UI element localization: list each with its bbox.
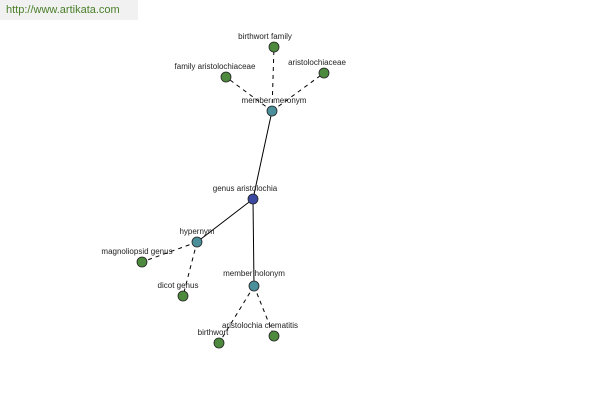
- site-url-banner[interactable]: http://www.artikata.com: [0, 0, 138, 20]
- node-aristolochia-clematitis[interactable]: [268, 330, 280, 342]
- node-member-holonym[interactable]: [248, 280, 260, 292]
- label-member-holonym: member holonym: [223, 269, 285, 278]
- edge-meronym-birthwort-family: [271, 46, 275, 112]
- label-magnoliopsid-genus: magnoliopsid genus: [101, 247, 172, 256]
- node-aristolochiaceae[interactable]: [318, 67, 330, 79]
- label-aristolochiaceae: aristolochiaceae: [288, 58, 346, 67]
- graph-labels: genus aristolochia member meronym hypern…: [101, 32, 346, 337]
- graph-nodes: [136, 41, 330, 349]
- label-hypernym: hypernym: [179, 227, 214, 236]
- node-member-meronym[interactable]: [266, 105, 278, 117]
- node-magnoliopsid-genus[interactable]: [136, 256, 148, 268]
- graph-edges: [141, 46, 325, 344]
- label-member-meronym: member meronym: [242, 96, 307, 105]
- node-hypernym[interactable]: [191, 236, 203, 248]
- edge-meronym-aristolochiaceae: [271, 72, 325, 112]
- label-birthwort-family: birthwort family: [238, 32, 292, 41]
- node-center[interactable]: [247, 193, 259, 205]
- label-birthwort: birthwort: [198, 328, 229, 337]
- edge-meronym-family-aristolochiaceae: [225, 76, 273, 112]
- node-dicot-genus[interactable]: [177, 290, 189, 302]
- edge-holonym-aristolochia-clematitis: [253, 285, 275, 337]
- node-family-aristolochiaceae[interactable]: [220, 71, 232, 83]
- edge-hypernym-dicot-genus: [182, 241, 198, 297]
- label-family-aristolochiaceae: family aristolochiaceae: [175, 62, 256, 71]
- site-url-link[interactable]: http://www.artikata.com: [6, 4, 120, 16]
- edge-center-meronym: [252, 110, 273, 200]
- edge-center-hypernym: [196, 198, 254, 243]
- label-aristolochia-clematitis: aristolochia clematitis: [222, 321, 298, 330]
- edge-holonym-birthwort: [218, 285, 255, 344]
- edge-center-holonym: [252, 198, 255, 287]
- edge-hypernym-magnoliopsid-genus: [141, 241, 198, 263]
- node-birthwort-family[interactable]: [268, 41, 280, 53]
- label-dicot-genus: dicot genus: [158, 281, 199, 290]
- node-birthwort[interactable]: [213, 337, 225, 349]
- label-center: genus aristolochia: [213, 184, 278, 193]
